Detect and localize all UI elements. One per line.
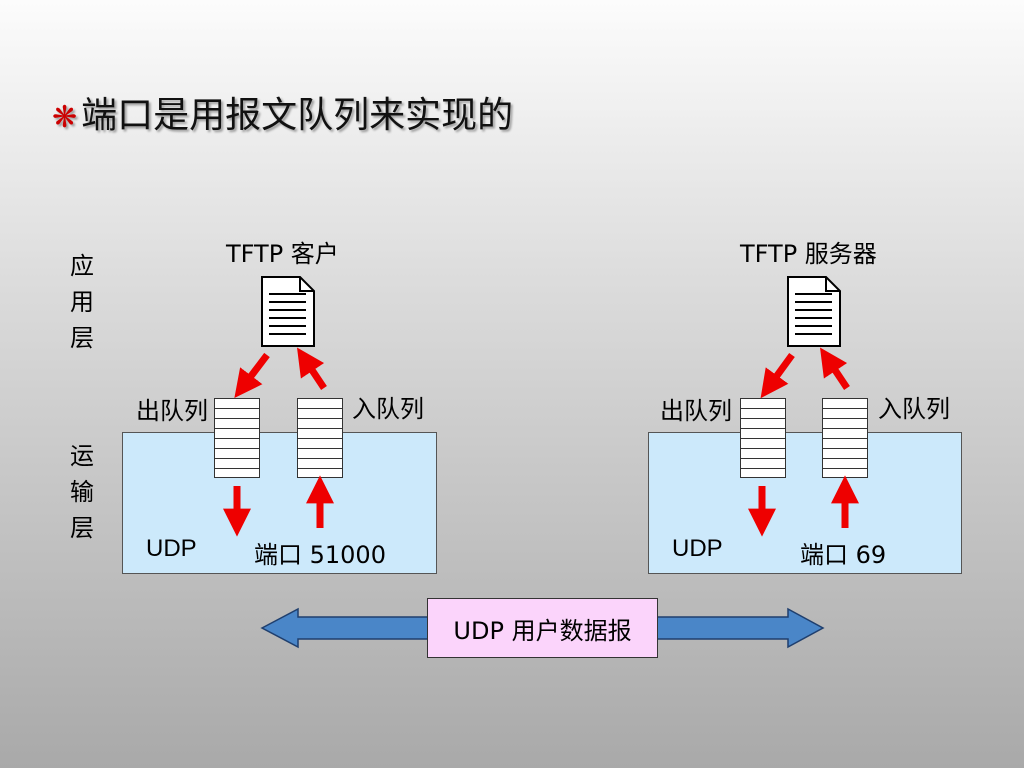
server-out-queue-label: 出队列 (660, 397, 732, 425)
layer-label-transport-char: 层 (70, 514, 94, 542)
client-name: TFTP 客户 (226, 240, 339, 268)
arrow-client-app-to-outqueue (234, 352, 270, 399)
layer-label-transport-char: 运 (70, 442, 94, 470)
client-out-queue (214, 398, 260, 478)
server-port-label: 端口 69 (800, 541, 887, 569)
arrow-server-app-to-outqueue (760, 352, 795, 399)
client-protocol-label: UDP (146, 535, 197, 562)
server-name: TFTP 服务器 (740, 240, 877, 268)
client-transport-box (122, 432, 437, 574)
client-port-label: 端口 51000 (254, 541, 386, 569)
client-out-queue-label: 出队列 (136, 397, 208, 425)
layer-label-application-char: 层 (70, 324, 94, 352)
layer-label-application-char: 应 (70, 252, 94, 280)
document-icon (261, 276, 315, 347)
server-in-queue-label: 入队列 (878, 395, 950, 423)
layer-label-transport-char: 输 (70, 478, 94, 506)
server-in-queue (822, 398, 868, 478)
server-out-queue (740, 398, 786, 478)
layer-label-application-char: 用 (70, 288, 94, 316)
server-protocol-label: UDP (672, 535, 723, 562)
layer-label-application: 应用层 (67, 248, 97, 356)
udp-datagram-box: UDP 用户数据报 (427, 598, 658, 658)
client-in-queue-label: 入队列 (352, 395, 424, 423)
title-text: 端口是用报文队列来实现的 (81, 95, 514, 136)
server-transport-box (648, 432, 962, 574)
page-title: ❋端口是用报文队列来实现的 (52, 86, 513, 138)
layer-label-transport: 运输层 (67, 438, 97, 546)
document-icon (787, 276, 841, 347)
udp-datagram-label: UDP 用户数据报 (453, 616, 632, 645)
arrow-server-inqueue-to-app (820, 347, 850, 390)
arrow-client-inqueue-to-app (297, 347, 327, 390)
title-bullet: ❋ (52, 100, 78, 135)
